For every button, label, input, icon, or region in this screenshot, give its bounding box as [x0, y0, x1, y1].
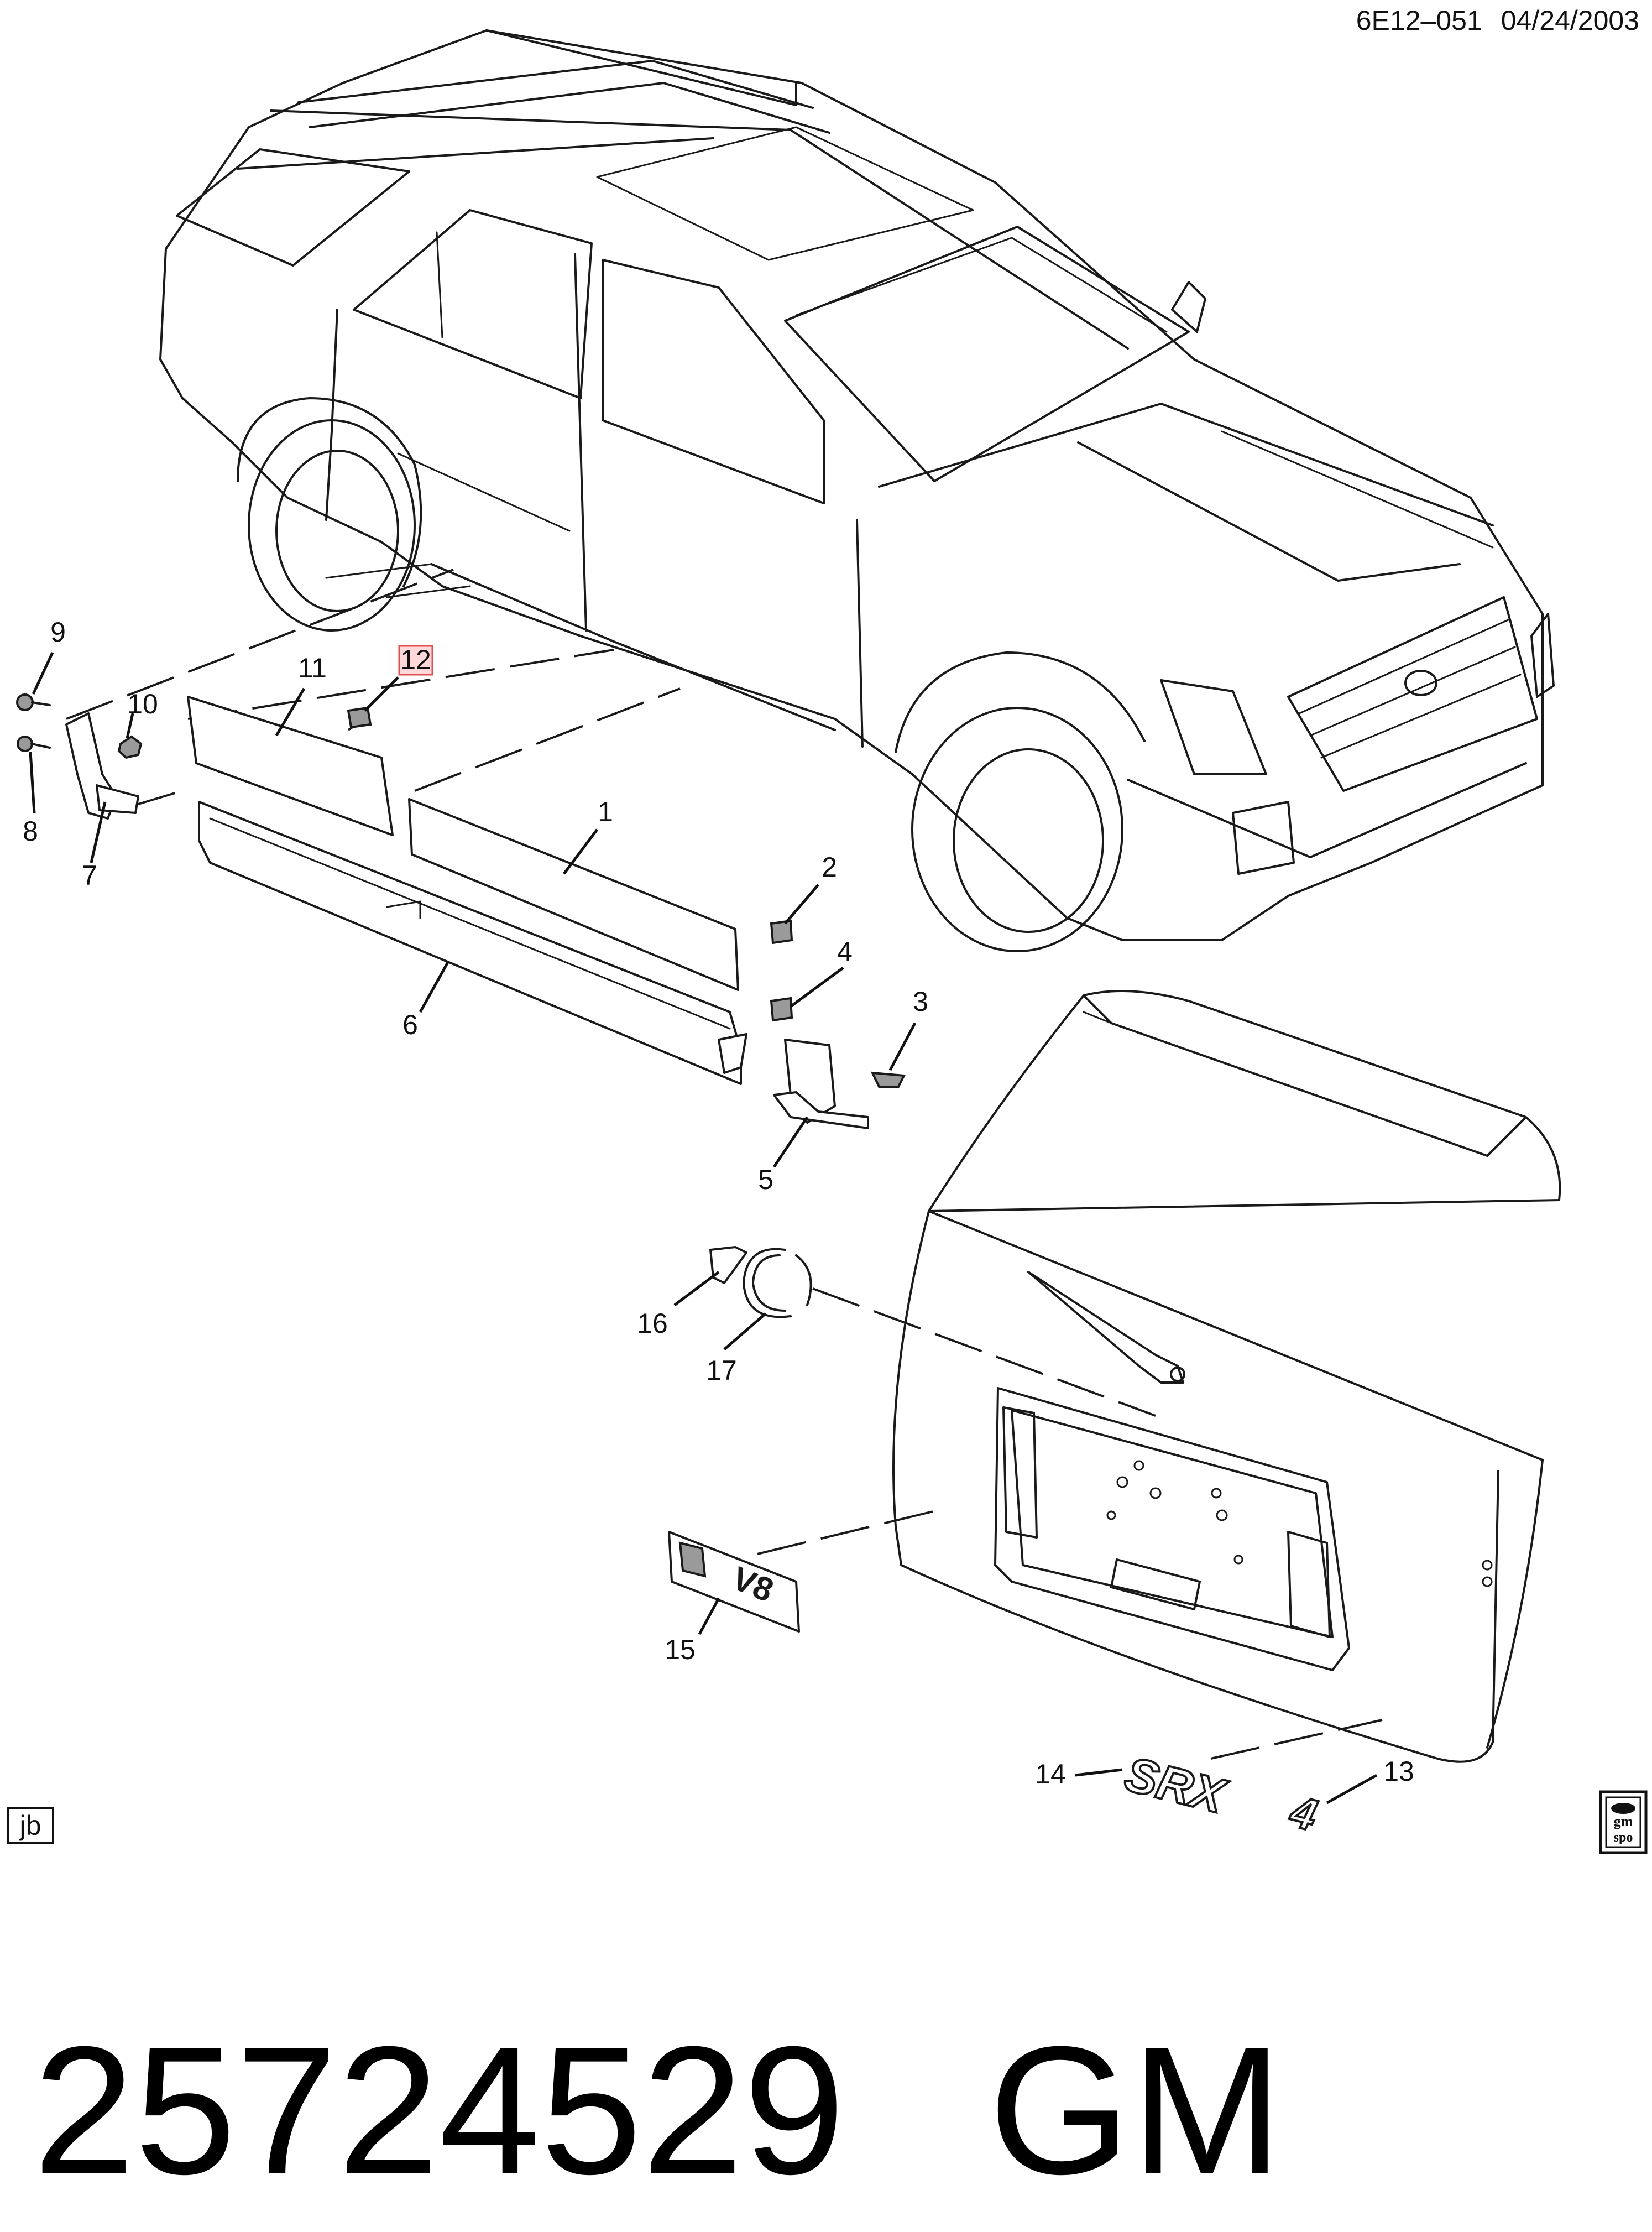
callout-3: 3 [913, 986, 928, 1017]
part-17-wreath-emblem [743, 1248, 812, 1318]
liftgate-drawing [757, 990, 1561, 1763]
callout-12: 12 [400, 644, 431, 675]
part-3-fastener [870, 1071, 906, 1088]
part-number: 25724529 [33, 2008, 845, 2212]
part-12-clip [347, 706, 372, 729]
part-13-4-emblem: 4 [1285, 1786, 1322, 1840]
callout-4: 4 [837, 936, 853, 967]
callout-9: 9 [50, 617, 66, 648]
diagram-header: 6E12–051 04/24/2003 [1356, 5, 1639, 36]
callout-13: 13 [1383, 1756, 1414, 1787]
callout-1: 1 [598, 796, 613, 827]
part-9-bolt [16, 693, 51, 711]
gm-spo-logo: gm spo [1599, 1790, 1648, 1854]
callout-14: 14 [1035, 1759, 1066, 1790]
part-4-clip [770, 997, 793, 1022]
corner-tag-text: jb [19, 1810, 41, 1841]
callout-2: 2 [822, 852, 837, 883]
logo-text-spo: spo [1614, 1831, 1633, 1845]
rocker-molding-parts [16, 563, 906, 1129]
logo-text-gm: gm [1614, 1813, 1633, 1829]
part-1-rear-door-molding [408, 798, 739, 991]
callout-6: 6 [402, 1009, 418, 1040]
diagram-date: 04/24/2003 [1501, 5, 1639, 36]
part-6-rocker-panel [198, 801, 742, 1085]
part-11-front-door-molding [187, 696, 394, 836]
corner-tag: jb [7, 1807, 54, 1844]
vehicle-drawing [159, 29, 1555, 952]
part-8-screw [17, 736, 51, 752]
part-15-v8-emblem: V8 [668, 1531, 800, 1633]
part-16-cap [709, 1246, 747, 1284]
callout-17: 17 [706, 1355, 737, 1386]
callout-labels: 9 10 11 12 8 7 1 2 4 3 6 5 16 17 15 14 1… [23, 617, 1414, 1790]
part-10-nut [117, 735, 143, 759]
callout-7: 7 [82, 860, 97, 891]
brand-name: GM [989, 2008, 1283, 2212]
callout-10: 10 [127, 689, 158, 719]
callout-15: 15 [665, 1634, 696, 1665]
part-number-footer: 25724529 GM [33, 2008, 1283, 2212]
callout-16: 16 [637, 1308, 668, 1339]
part-2-clip [770, 919, 793, 945]
callout-8: 8 [23, 816, 38, 847]
diagram-code: 6E12–051 [1356, 5, 1482, 36]
callout-leaders [29, 651, 1378, 1805]
callout-12-highlight [398, 645, 433, 676]
callout-5: 5 [758, 1164, 773, 1195]
callout-11: 11 [298, 653, 327, 684]
